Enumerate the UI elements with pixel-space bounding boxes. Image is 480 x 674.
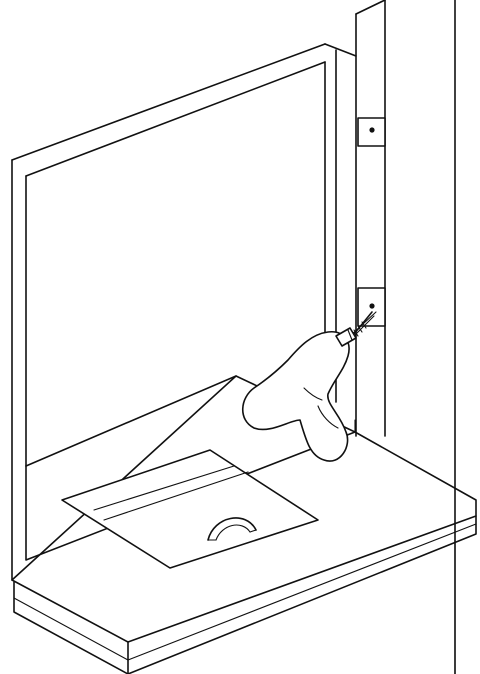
lower-bracket — [357, 287, 386, 327]
installation-template-icon — [61, 449, 319, 569]
cordless-drill-icon — [241, 311, 373, 462]
wall-opening — [11, 0, 456, 674]
countertop — [11, 375, 477, 674]
upper-bracket — [357, 117, 386, 147]
